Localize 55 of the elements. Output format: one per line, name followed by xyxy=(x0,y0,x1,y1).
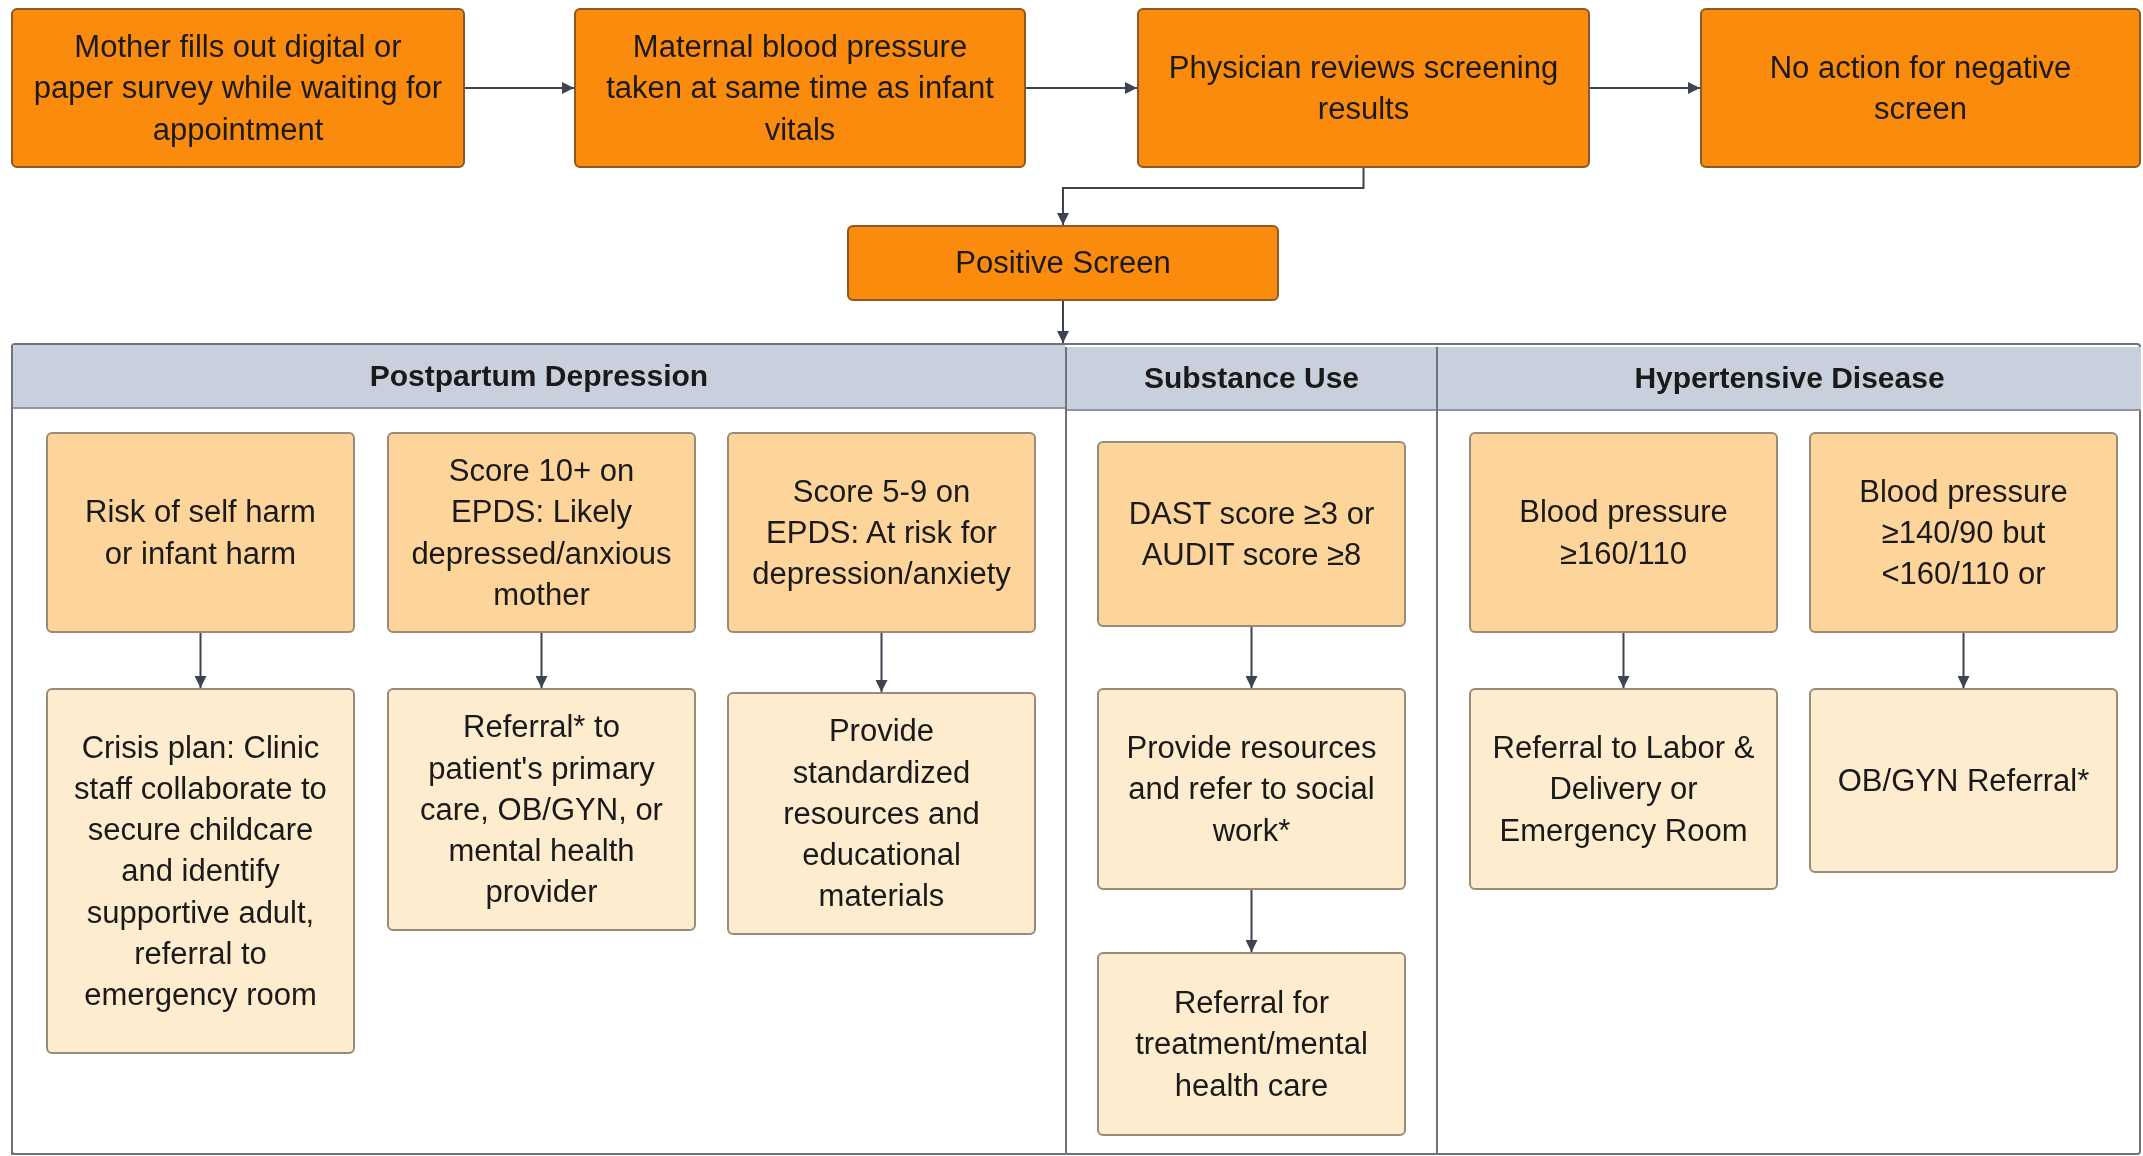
arrow xyxy=(1057,300,1069,344)
lane-header: Substance Use xyxy=(1143,361,1360,395)
arrow xyxy=(1957,632,1970,689)
action-box xyxy=(387,688,696,931)
swimlane xyxy=(1436,347,2141,1155)
box-text: Score 10+ on EPDS: Likely depressed/anxious mother xyxy=(410,452,673,614)
arrow xyxy=(194,632,207,689)
arrow xyxy=(1025,82,1138,94)
box-text: Crisis plan: Clinic staff collaborate to secure childcare and identify supportive adult, referral to emergency room xyxy=(73,728,328,1015)
box-text: Provide resources and refer to social work* xyxy=(1125,729,1378,850)
process-box xyxy=(847,225,1279,301)
box-text: Blood pressure ≥160/110 xyxy=(1518,493,1729,573)
arrow xyxy=(535,632,548,689)
box-text: Risk of self harm or infant harm xyxy=(84,493,317,573)
box-text: No action for negative screen xyxy=(1768,48,2073,128)
lane-header: Postpartum Depression xyxy=(369,359,709,393)
condition-box xyxy=(1469,432,1778,633)
condition-box xyxy=(727,432,1036,633)
box-text: DAST score ≥3 or AUDIT score ≥8 xyxy=(1127,494,1376,574)
box-text: Referral to Labor & Delivery or Emergency Room xyxy=(1491,729,1756,850)
action-box xyxy=(46,688,355,1054)
box-text: Positive Screen xyxy=(954,244,1172,283)
condition-box xyxy=(1097,441,1406,627)
swimlane xyxy=(1065,347,1436,1155)
swimlane-table xyxy=(11,343,2141,1155)
arrow xyxy=(1245,889,1258,953)
box-text: Maternal blood pressure taken at same time as infant vitals xyxy=(605,28,995,149)
box-text: Blood pressure ≥140/90 but <160/110 or xyxy=(1858,472,2069,594)
process-box xyxy=(574,8,1026,168)
arrow xyxy=(1617,632,1630,689)
action-box xyxy=(1097,688,1406,890)
box-text: Provide standardized resources and educational materials xyxy=(782,712,981,916)
swimlane xyxy=(11,345,1065,1155)
box-text: Referral for treatment/mental health care xyxy=(1134,984,1369,1105)
process-box xyxy=(11,8,465,168)
condition-box xyxy=(46,432,355,633)
arrow xyxy=(1589,82,1701,94)
box-text: Score 5-9 on EPDS: At risk for depression/anxiety xyxy=(751,472,1012,594)
action-box xyxy=(1809,688,2118,873)
action-box xyxy=(1097,952,1406,1136)
condition-box xyxy=(387,432,696,633)
action-box xyxy=(1469,688,1778,890)
box-text: Referral* to patient's primary care, OB/GYN, or mental health provider xyxy=(419,708,664,912)
arrow xyxy=(875,632,888,693)
arrow xyxy=(464,82,575,94)
process-box xyxy=(1137,8,1590,168)
process-box xyxy=(1700,8,2141,168)
lane-header: Hypertensive Disease xyxy=(1634,361,1945,395)
box-text: Mother fills out digital or paper survey while waiting for appointment xyxy=(32,28,444,149)
condition-box xyxy=(1809,432,2118,633)
box-text: Physician reviews screening results xyxy=(1167,48,1560,128)
action-box xyxy=(727,692,1036,935)
arrow xyxy=(1245,626,1258,689)
arrow xyxy=(1057,167,1365,226)
box-text: OB/GYN Referral* xyxy=(1836,761,2091,800)
